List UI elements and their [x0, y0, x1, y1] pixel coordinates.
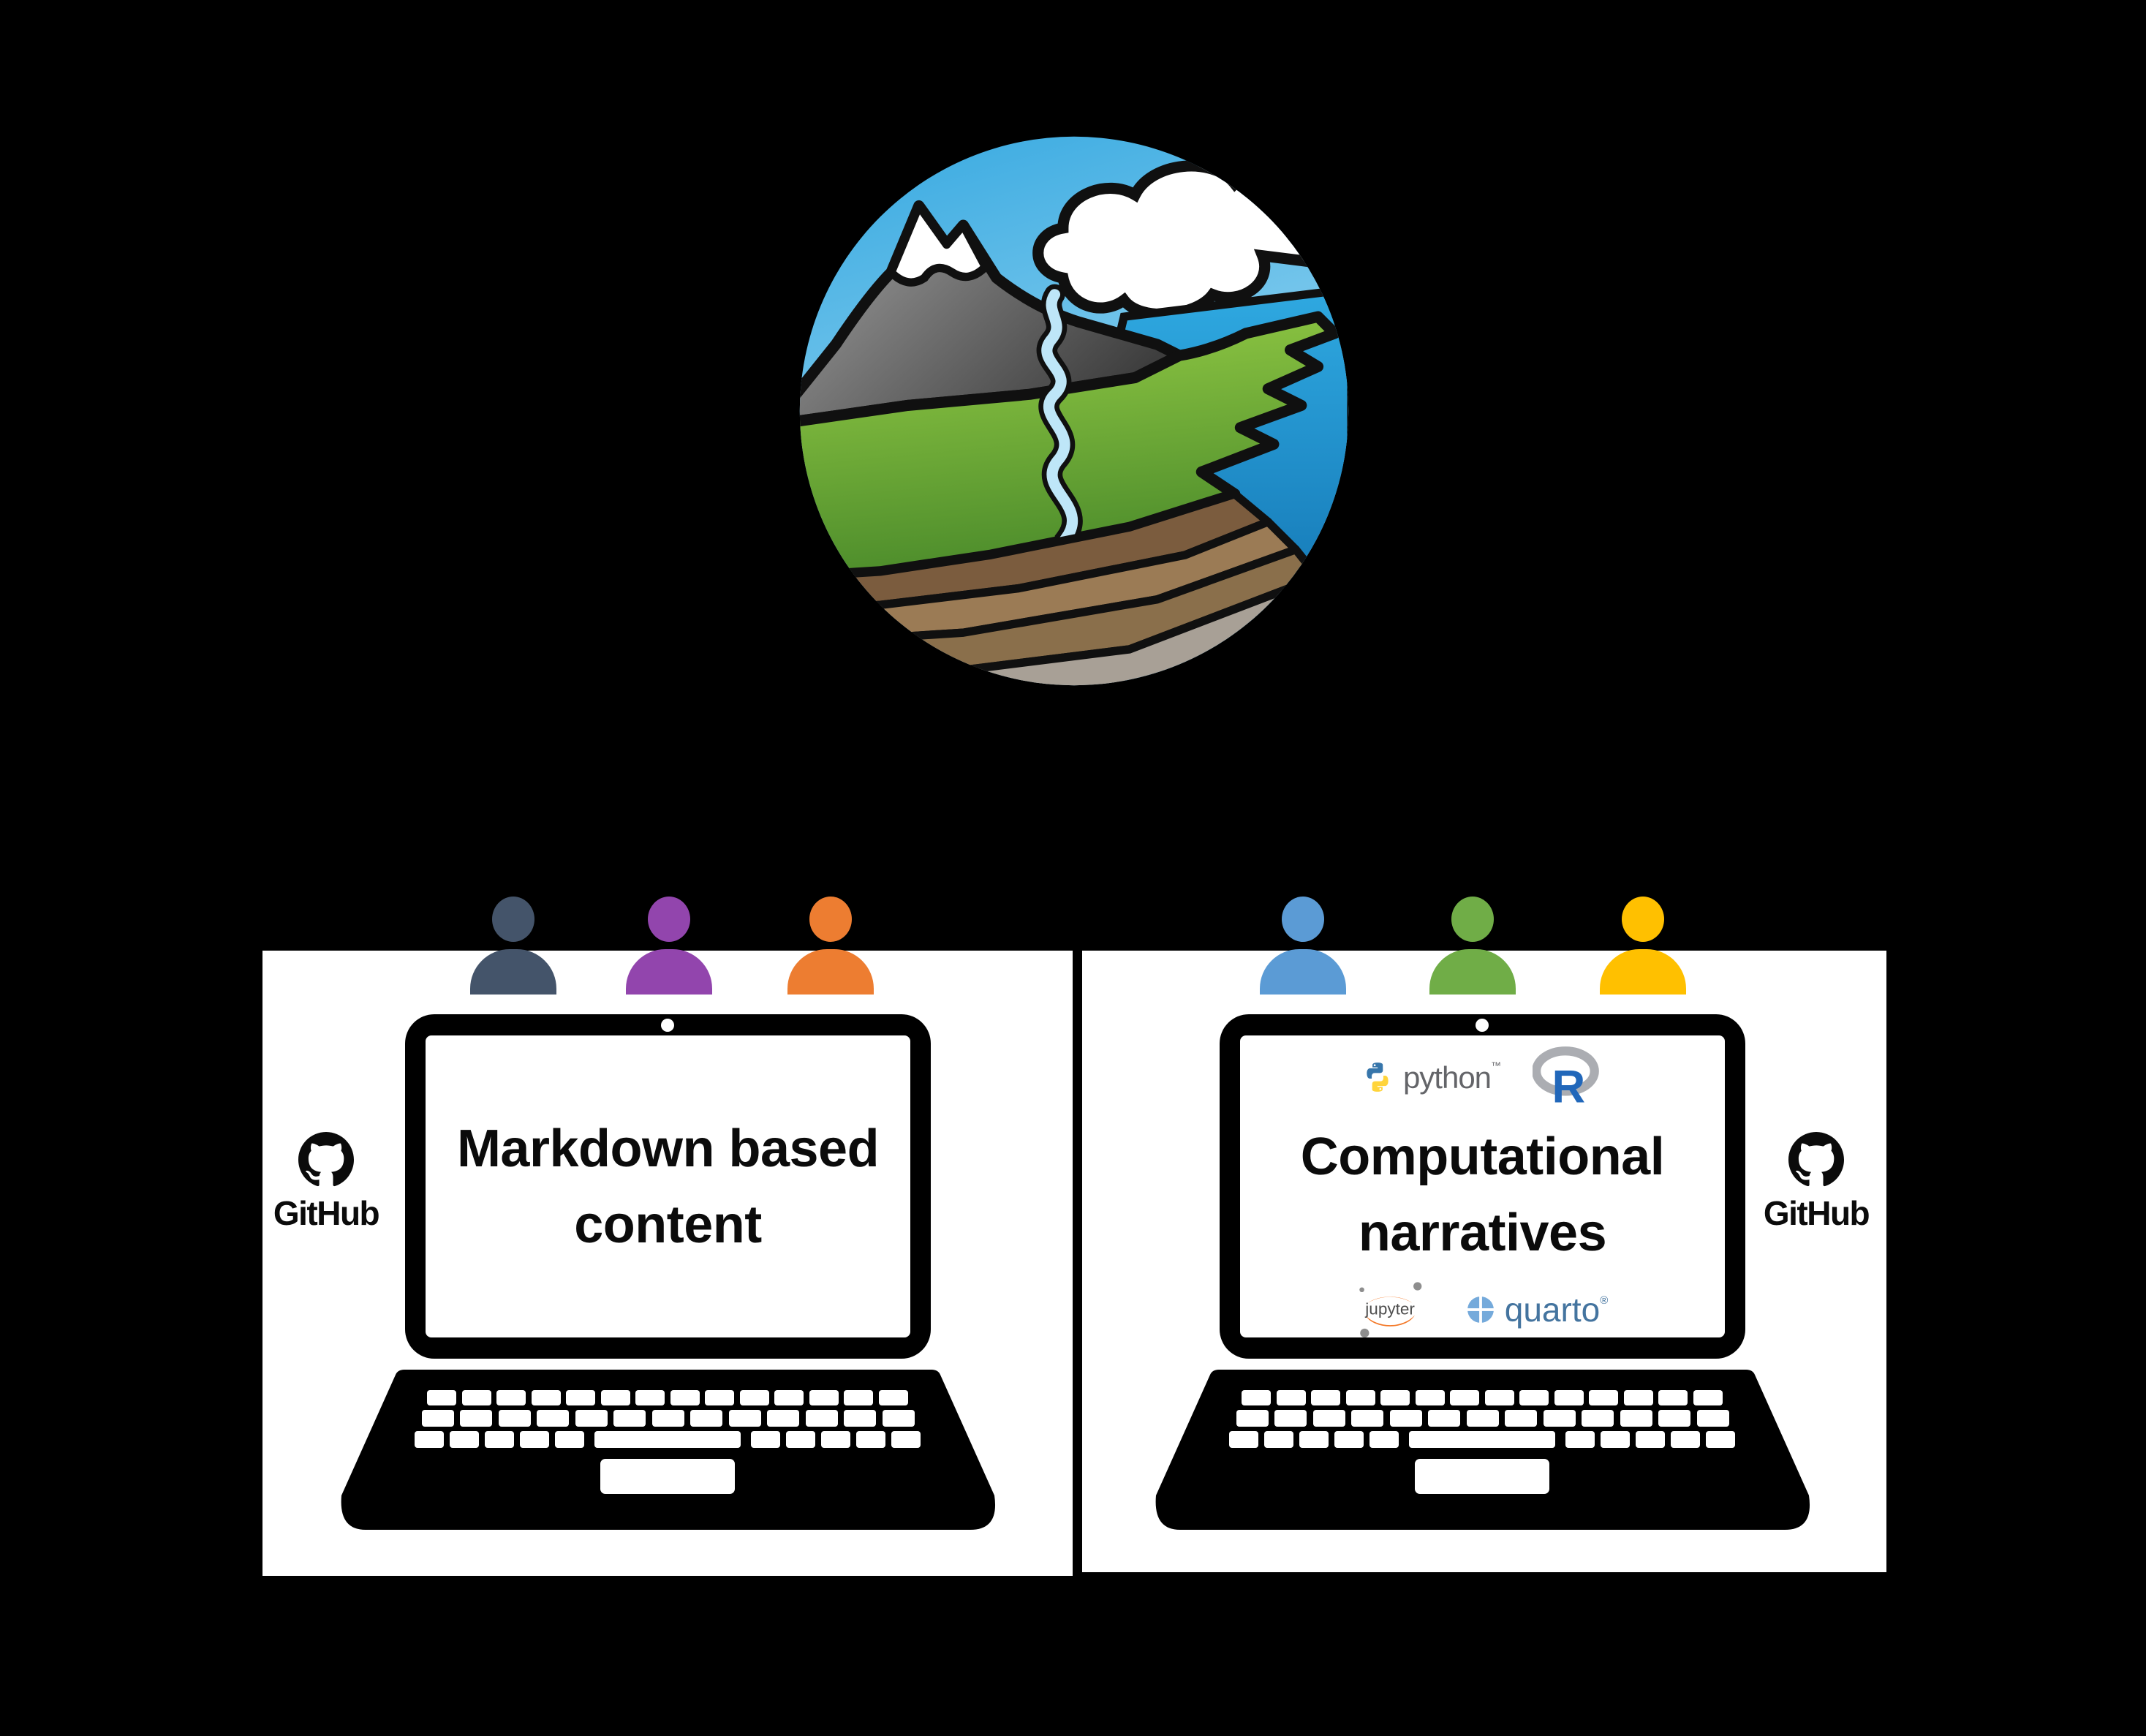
quarto-icon: [1466, 1296, 1495, 1324]
registered-symbol: ®: [1600, 1294, 1609, 1307]
python-logo: python™: [1361, 1059, 1501, 1095]
trademark-symbol: ™: [1491, 1059, 1501, 1071]
person-body: [626, 949, 712, 995]
mountain: [799, 200, 1185, 428]
person-body: [1429, 949, 1516, 995]
river: [1036, 284, 1083, 580]
person-head: [809, 897, 852, 942]
github-wordmark: GitHub: [273, 1194, 380, 1232]
person-icon: [470, 897, 556, 995]
person-icon: [626, 897, 712, 995]
github-wordmark: GitHub: [1763, 1194, 1870, 1232]
person-head: [492, 897, 534, 942]
person-body: [787, 949, 874, 995]
github-logo: GitHub: [1760, 1132, 1873, 1233]
screen-title-line: Markdown based: [456, 1119, 880, 1178]
r-logo-icon: R: [1533, 1046, 1599, 1109]
person-body: [1260, 949, 1346, 995]
quarto-logo: quarto®: [1466, 1290, 1609, 1329]
github-logo: GitHub: [270, 1132, 382, 1233]
person-head: [648, 897, 690, 942]
person-body: [470, 949, 556, 995]
python-icon: [1367, 1063, 1389, 1092]
screen-title-line: content: [574, 1195, 762, 1254]
person-body: [1600, 949, 1686, 995]
person-icon: [1429, 897, 1516, 995]
quarto-wordmark: quarto®: [1504, 1291, 1609, 1329]
panel-markdown-content: GitHub Markdown based content: [262, 897, 1073, 1576]
person-head: [1282, 897, 1324, 942]
svg-text:jupyter: jupyter: [1364, 1300, 1415, 1318]
person-icon: [1260, 897, 1346, 995]
person-head: [1451, 897, 1494, 942]
python-wordmark: python™: [1402, 1059, 1501, 1095]
laptop-screen-content: Markdown based content: [426, 1035, 910, 1337]
person-head: [1622, 897, 1664, 942]
snow-cap: [887, 201, 990, 287]
screen-title-line: Computational: [1300, 1128, 1665, 1186]
person-icon: [787, 897, 874, 995]
person-icon: [1600, 897, 1686, 995]
jupyter-logo: jupyter: [1359, 1282, 1422, 1338]
panel-computational-narratives: GitHub python™ R Computational narrative…: [1082, 897, 1886, 1572]
svg-text:R: R: [1552, 1062, 1586, 1109]
screen-title-line: narratives: [1358, 1204, 1607, 1262]
landscape-logo: [799, 136, 1349, 686]
laptop-screen-content: python™ R Computational narratives jupyt…: [1240, 1035, 1725, 1338]
